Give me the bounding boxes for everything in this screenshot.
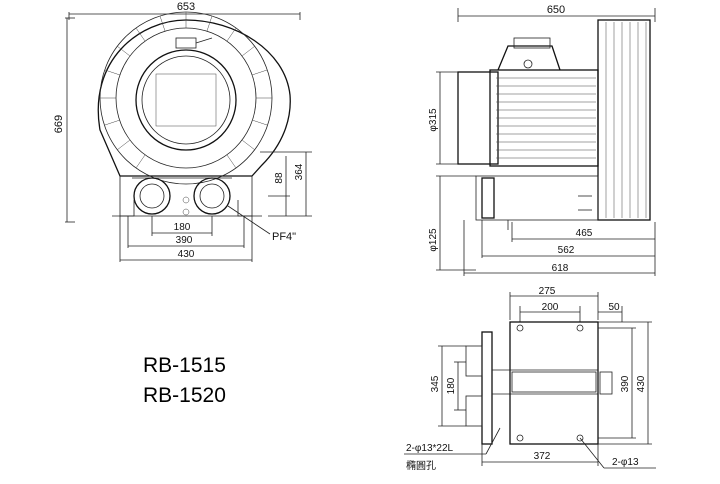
port-label-pf4: PF4"	[272, 231, 296, 243]
base-dim-430: 430	[636, 375, 647, 392]
base-dim-50: 50	[608, 302, 620, 313]
dim-88: 88	[274, 172, 285, 184]
dim-width-650: 650	[547, 4, 565, 16]
dim-height-669: 669	[53, 115, 65, 133]
dim-180: 180	[174, 222, 191, 233]
dim-562: 562	[558, 245, 575, 256]
model-rb-1520: RB-1520	[143, 384, 226, 407]
base-dim-345: 345	[430, 375, 441, 392]
round-holes-label: 2-φ13	[612, 457, 639, 468]
base-view: 275 200 50 345 180 390	[404, 286, 656, 472]
slot-holes-label: 2-φ13*22L	[406, 443, 454, 454]
base-dim-200: 200	[542, 302, 559, 313]
dim-motor-diameter: φ315	[428, 108, 439, 132]
base-dim-180: 180	[446, 377, 457, 394]
front-view: 653 669	[53, 1, 312, 262]
dim-364: 364	[294, 163, 305, 180]
side-view: 650	[428, 4, 656, 276]
base-dim-390: 390	[620, 375, 631, 392]
slot-holes-note: 橢圓孔	[406, 459, 436, 472]
dim-outlet-diameter: φ125	[428, 228, 439, 252]
dim-465: 465	[576, 228, 593, 239]
dim-width-653: 653	[177, 1, 195, 13]
dim-430: 430	[178, 249, 195, 260]
dim-390: 390	[176, 235, 193, 246]
dim-618: 618	[552, 263, 569, 274]
base-dim-372: 372	[534, 451, 551, 462]
model-rb-1515: RB-1515	[143, 354, 226, 377]
base-dim-275: 275	[539, 286, 556, 297]
